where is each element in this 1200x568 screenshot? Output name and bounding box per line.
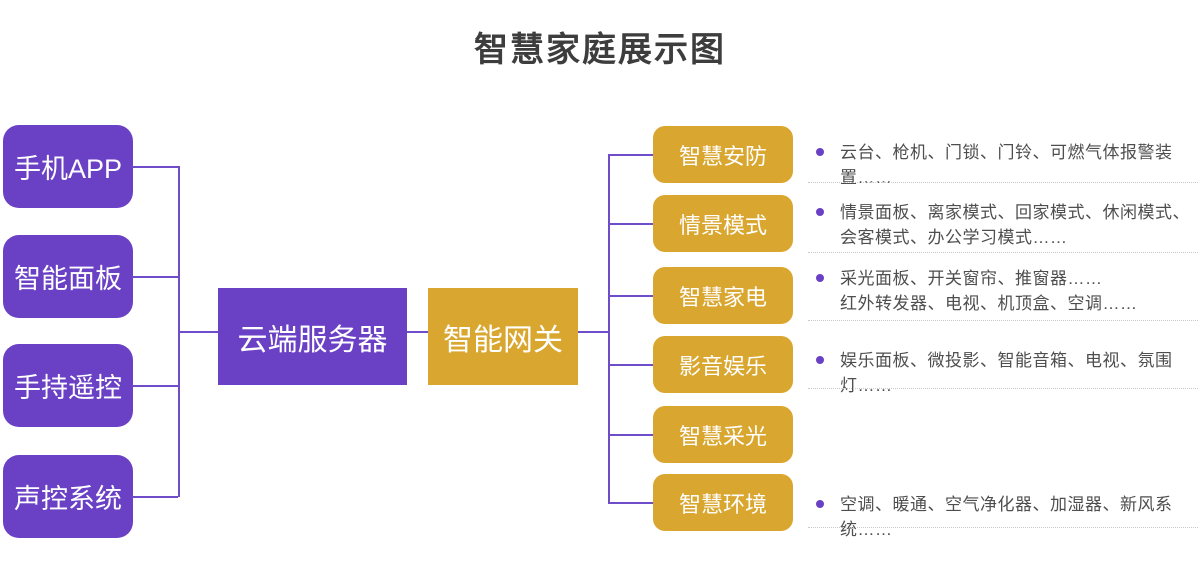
node-label: 智慧安防 [678, 143, 767, 169]
node-av-entertainment: 影音娱乐 [653, 336, 793, 393]
connector-line [132, 496, 178, 498]
node-voice-control: 声控系统 [3, 455, 133, 538]
connector-line [132, 276, 178, 278]
bullet-icon [816, 148, 824, 156]
bullet-icon [816, 500, 824, 508]
connector-line [608, 154, 653, 156]
row-divider [808, 182, 1198, 183]
node-label: 智能面板 [14, 264, 122, 294]
device-list-entertainment: 娱乐面板、微投影、智能音箱、电视、氛围灯…… [808, 348, 1200, 398]
node-smart-security: 智慧安防 [653, 126, 793, 183]
node-cloud-server: 云端服务器 [218, 288, 407, 385]
bullet-icon [816, 274, 824, 282]
connector-line [608, 223, 653, 225]
node-label: 声控系统 [14, 484, 122, 514]
connector-line [608, 364, 653, 366]
node-label: 情景模式 [678, 212, 767, 238]
row-divider [808, 320, 1198, 321]
device-list-scene-mode: 情景面板、离家模式、回家模式、休闲模式、会客模式、办公学习模式…… [808, 200, 1200, 250]
node-label: 智慧家电 [678, 284, 767, 310]
row-divider [808, 388, 1198, 389]
device-list-text: 空调、暖通、空气净化器、加湿器、新风系统…… [840, 495, 1173, 539]
page-title: 智慧家庭展示图 [474, 31, 726, 69]
connector-line [132, 166, 178, 168]
node-label: 云端服务器 [237, 323, 388, 357]
node-smart-appliance: 智慧家电 [653, 267, 793, 324]
device-list-text: 红外转发器、电视、机顶盒、空调…… [840, 294, 1138, 313]
connector-line [608, 434, 653, 436]
device-list-text: 情景面板、离家模式、回家模式、休闲模式、会客模式、办公学习模式…… [840, 203, 1190, 247]
node-smart-panel: 智能面板 [3, 235, 133, 318]
device-list-appliance: 采光面板、开关窗帘、推窗器…… 红外转发器、电视、机顶盒、空调…… [808, 266, 1200, 316]
node-smart-environment: 智慧环境 [653, 474, 793, 531]
node-scene-mode: 情景模式 [653, 195, 793, 252]
connector-line [132, 385, 178, 387]
node-label: 智慧环境 [678, 491, 767, 517]
node-smart-gateway: 智能网关 [428, 288, 578, 385]
row-divider [808, 252, 1198, 253]
device-list-text: 采光面板、开关窗帘、推窗器…… [840, 269, 1103, 288]
device-list-environment: 空调、暖通、空气净化器、加湿器、新风系统…… [808, 492, 1200, 542]
bullet-icon [816, 356, 824, 364]
connector-line [178, 331, 218, 333]
connector-line [608, 295, 653, 297]
connector-line [608, 502, 653, 504]
node-label: 智能网关 [443, 323, 563, 357]
connector-line [608, 154, 610, 503]
node-label: 手机APP [13, 154, 123, 184]
node-handheld-remote: 手持遥控 [3, 344, 133, 427]
connector-line [407, 331, 428, 333]
node-mobile-app: 手机APP [3, 125, 133, 208]
node-smart-daylighting: 智慧采光 [653, 406, 793, 463]
node-label: 影音娱乐 [678, 353, 767, 379]
node-label: 手持遥控 [14, 373, 122, 403]
node-label: 智慧采光 [678, 423, 767, 449]
row-divider [808, 527, 1198, 528]
connector-line [578, 331, 608, 333]
device-list-text: 娱乐面板、微投影、智能音箱、电视、氛围灯…… [840, 351, 1173, 395]
bullet-icon [816, 208, 824, 216]
